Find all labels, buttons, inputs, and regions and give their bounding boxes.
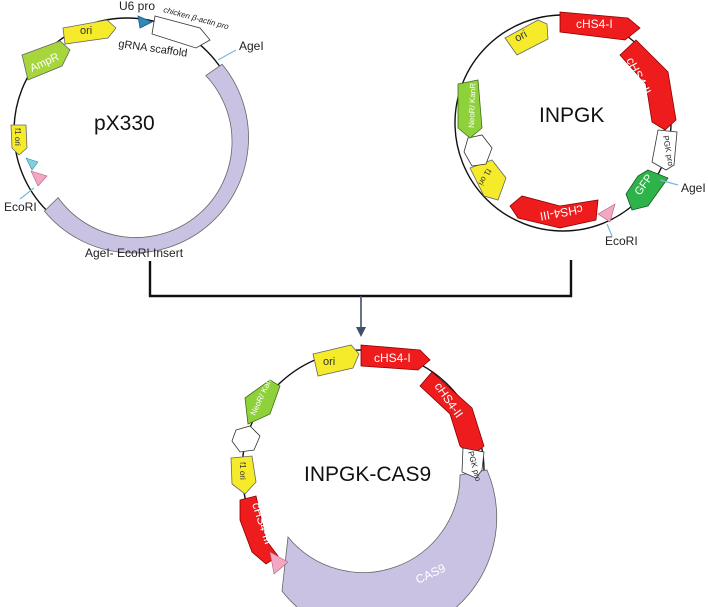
px330-chicken-promoter <box>151 15 211 49</box>
px330-insert-label: AgeI- EcoRI Insert <box>85 246 184 260</box>
inpgk-cas9-cas9-segment <box>281 469 498 607</box>
inpgk-ori-label: ori <box>513 28 529 44</box>
px330-pink-feature <box>30 170 48 187</box>
px330-ecori-tick <box>19 187 35 200</box>
inpgk-cas9-white-feature <box>231 425 261 453</box>
inpgk-gfp-segment <box>625 169 669 211</box>
px330-agei-label: AgeI <box>239 39 264 53</box>
inpgk-chs4-1-segment <box>559 11 641 41</box>
merge-bracket <box>148 260 573 337</box>
inpgk-chs4-3-segment <box>509 195 599 229</box>
px330-f1ori-label: f1 ori <box>13 128 22 146</box>
inpgk-cas9-name: INPGK-CAS9 <box>304 463 431 486</box>
inpgk-chs4-1-label: cHS4-I <box>576 17 613 31</box>
inpgk-pgk-segment <box>651 129 678 171</box>
inpgk-cas9-pgk-segment <box>461 447 485 479</box>
inpgk-ori-segment <box>504 19 549 56</box>
px330-cas9-segment <box>43 63 249 254</box>
px330-ori-label: ori <box>80 25 92 37</box>
px330-ampr-segment <box>21 40 71 81</box>
inpgk-cas9-plasmid: CAS9 ori cHS4-I cHS4-II PGK pro NeoR/ Ka… <box>230 344 498 607</box>
inpgk-cas9-f1ori-label: f1 ori <box>238 462 247 480</box>
inpgk-name: INPGK <box>539 104 604 127</box>
px330-cas9-label: CAS9 <box>184 167 217 198</box>
inpgk-cas9-ori-label: ori <box>323 356 335 368</box>
px330-name: pX330 <box>94 112 155 135</box>
inpgk-cas9-ori-segment <box>312 344 360 377</box>
inpgk-plasmid: ori cHS4-I cHS4-II PGK pro GFP AgeI EcoR… <box>454 11 706 248</box>
inpgk-cas9-chs4-1-segment <box>360 344 431 371</box>
px330-u6-promoter <box>137 15 153 29</box>
inpgk-pink-feature <box>597 203 616 223</box>
px330-f1ori-segment <box>10 124 28 156</box>
inpgk-white-feature <box>463 134 493 167</box>
px330-u6-label: U6 pro <box>119 0 155 13</box>
inpgk-cas9-chs4-1-label: cHS4-I <box>374 351 411 365</box>
px330-agei-tick <box>217 49 237 61</box>
inpgk-f1ori-segment <box>469 159 507 201</box>
px330-ecori-label: EcoRI <box>4 200 37 214</box>
inpgk-agei-tick <box>659 179 679 186</box>
inpgk-cas9-pink-feature <box>269 551 289 575</box>
px330-ori-segment <box>62 19 117 45</box>
px330-plasmid: CAS9 ori U6 pro chicken β-actin pro gRNA… <box>4 0 264 260</box>
px330-cyan-feature <box>25 157 39 171</box>
inpgk-cas9-f1ori-segment <box>230 455 257 495</box>
inpgk-agei-label: AgeI <box>681 181 706 195</box>
bracket-line <box>148 260 573 298</box>
inpgk-ecori-label: EcoRI <box>605 234 638 248</box>
inpgk-chs4-2-segment <box>619 39 677 131</box>
inpgk-ecori-tick <box>606 223 613 237</box>
inpgk-neo-label: NeoR/ KanR <box>467 83 478 128</box>
inpgk-cas9-neo-segment <box>244 379 281 425</box>
inpgk-neo-segment <box>457 79 483 139</box>
